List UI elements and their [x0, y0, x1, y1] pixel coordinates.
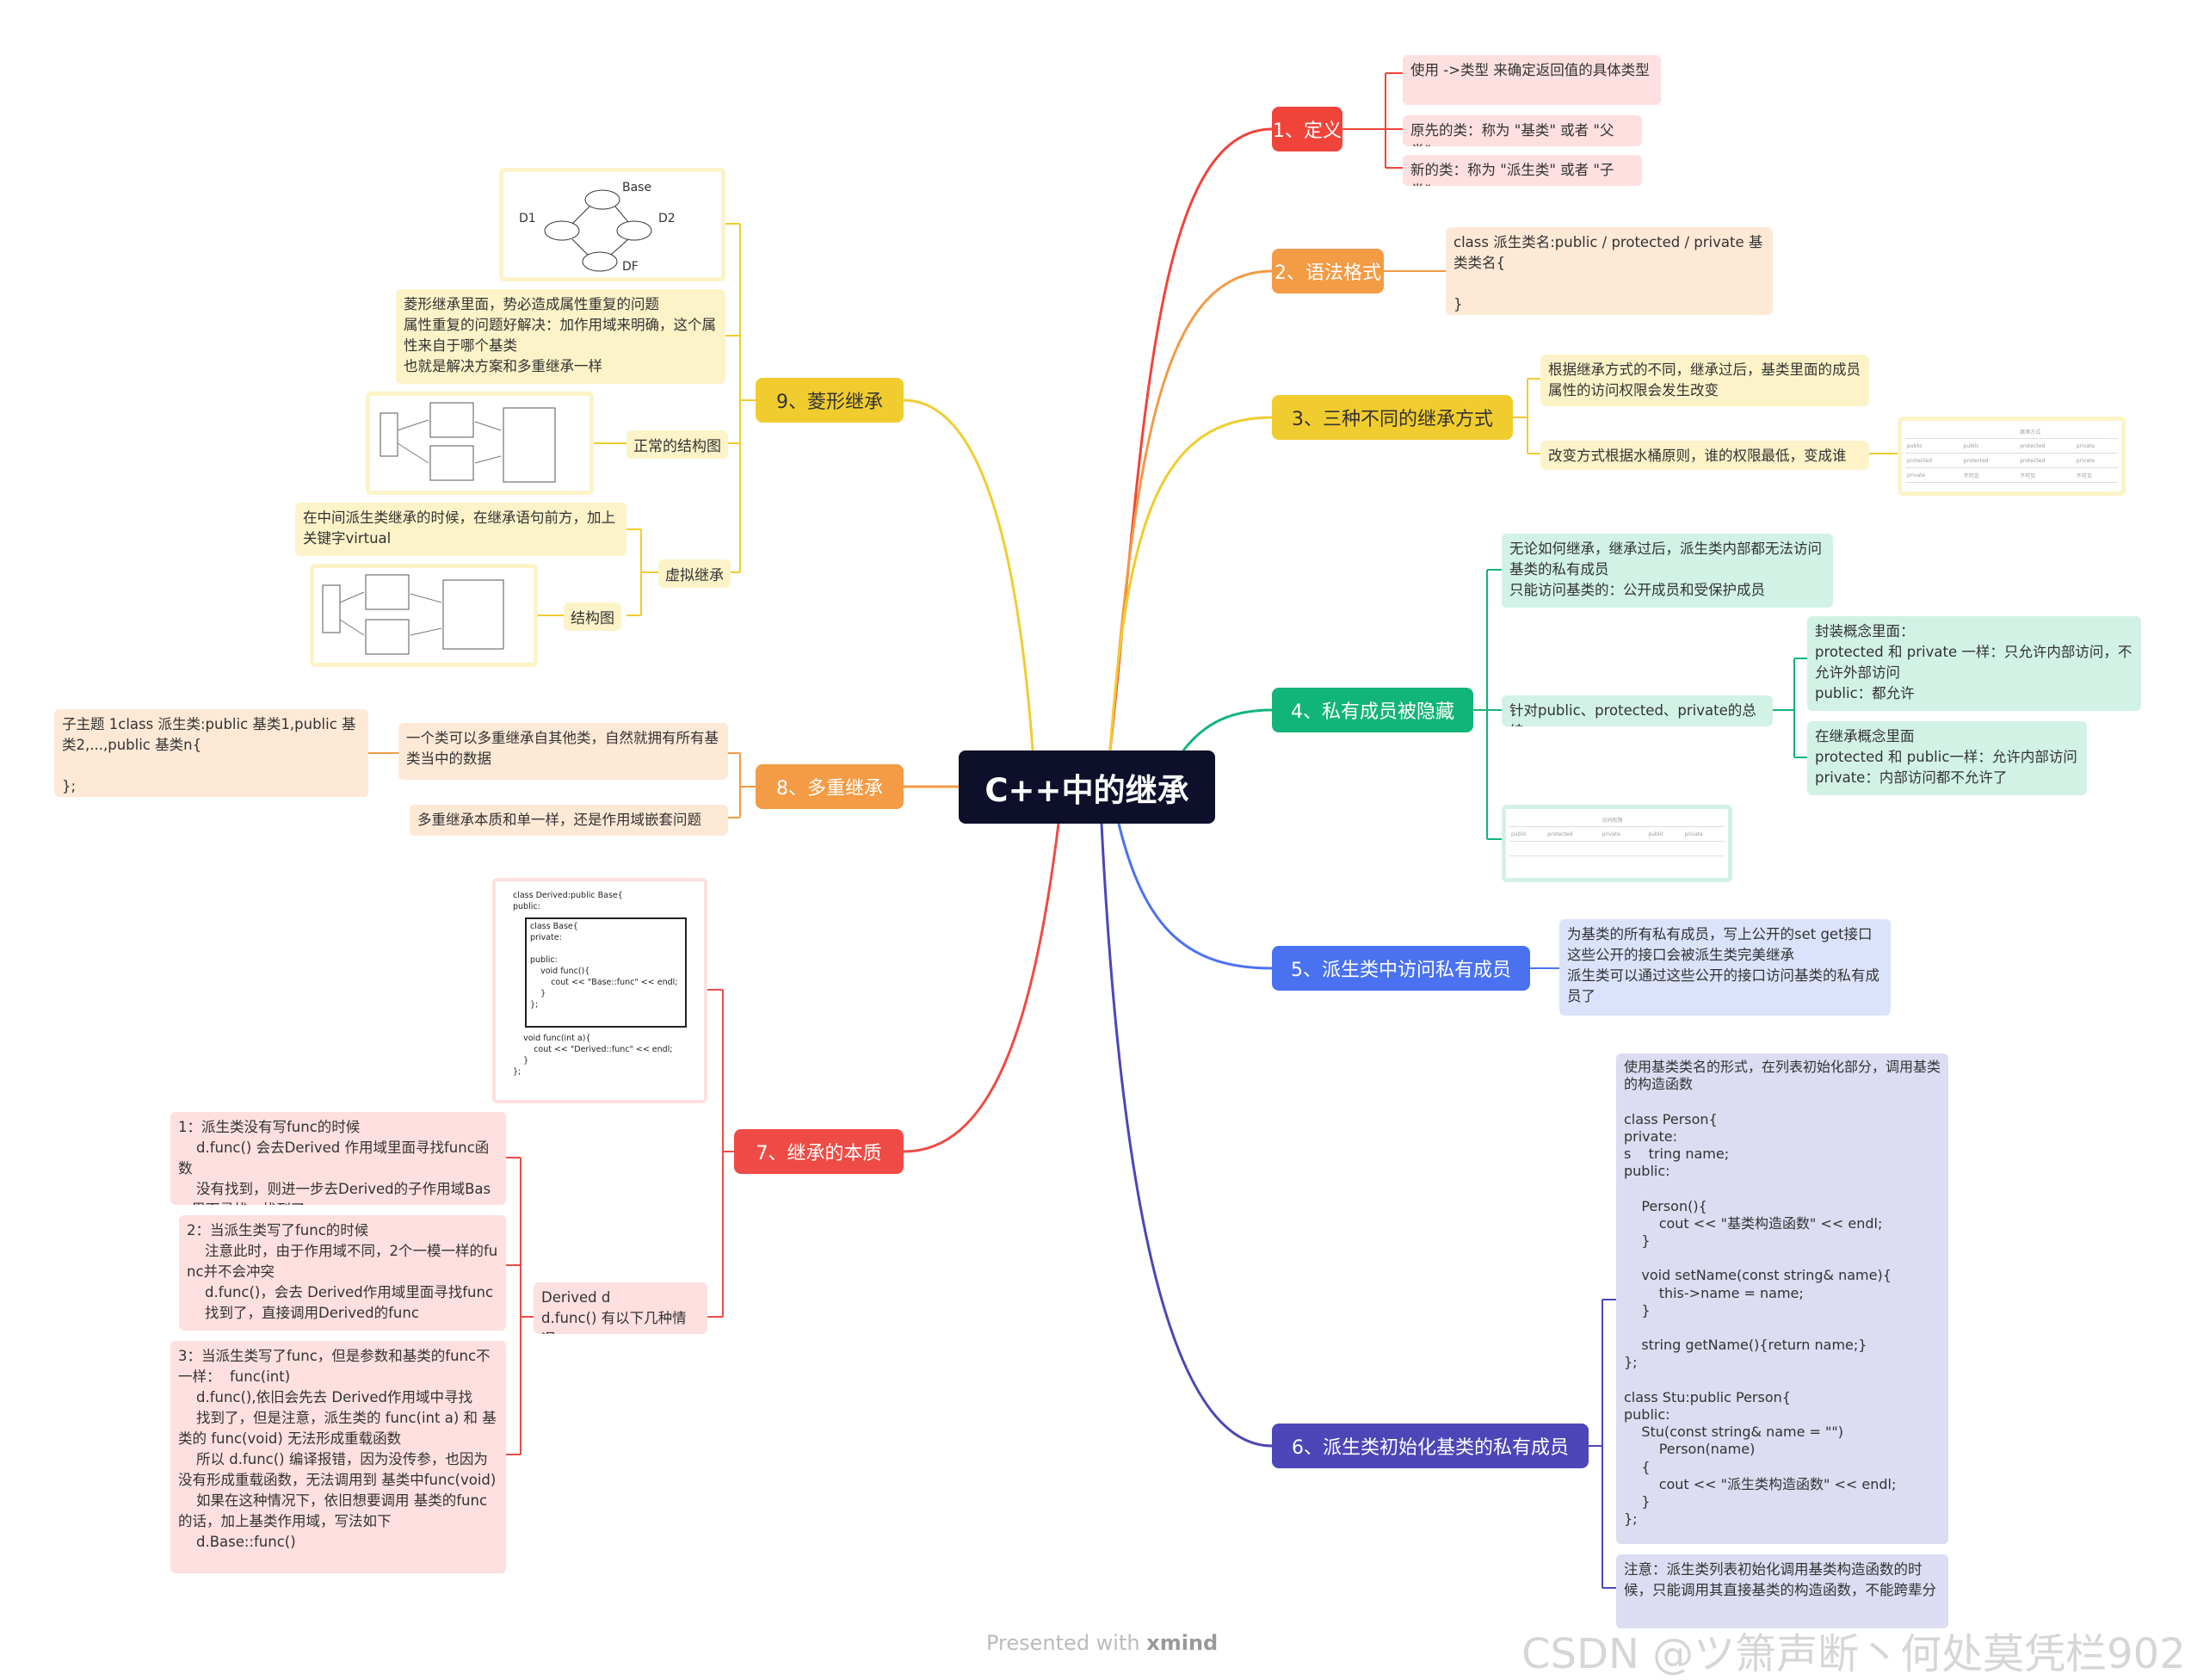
topic-essence[interactable]: 7、继承的本质 [734, 1129, 904, 1174]
virtual-structure-image [310, 564, 538, 667]
essence-case-2: 2：当派生类写了func的时候 注意此时，由于作用域不同，2个一模一样的func… [179, 1215, 506, 1331]
three-modes-bucket: 改变方式根据水桶原则，谁的权限最低，变成谁 [1540, 441, 1869, 470]
sketch-df-label: DF [622, 260, 639, 274]
virtual-desc: 在中间派生类继承的时候，在继承语句前方，加上关键字virtual [295, 503, 626, 556]
def-base-class: 原先的类：称为 "基类" 或者 "父类" [1403, 115, 1642, 146]
virtual-structure-sketch [322, 574, 504, 655]
essence-derived-d: Derived d d.func() 有以下几种情况 [534, 1282, 707, 1334]
topic-access-private[interactable]: 5、派生类中访问私有成员 [1272, 946, 1530, 991]
footer-presented: Presented with xmind [986, 1631, 1218, 1655]
def-return-type: 使用 ->类型 来确定返回值的具体类型 [1403, 55, 1661, 105]
essence-code-image: class Derived:public Base{ public: class… [492, 878, 707, 1103]
diamond-sketch-image: Base D1 D2 DF [499, 168, 725, 281]
diamond-sketch: Base D1 D2 DF [519, 181, 676, 274]
access-private-desc: 为基类的所有私有成员，写上公开的set get接口 这些公开的接口会被派生类完美… [1559, 919, 1891, 1016]
hidden-desc: 无论如何继承，继承过后，派生类内部都无法访问基类的私有成员 只能访问基类的：公开… [1502, 534, 1833, 608]
topic-three-modes[interactable]: 3、三种不同的继承方式 [1272, 395, 1513, 440]
essence-code-inner: class Base{ private: public: void func()… [525, 917, 687, 1028]
virtual-label: 虚拟继承 [658, 559, 731, 588]
syntax-code: class 派生类名:public / protected / private … [1446, 227, 1773, 315]
footer-brand: xmind [1146, 1631, 1219, 1655]
hidden-inheritance: 在继承概念里面 protected 和 public一样：允许内部访问 priv… [1807, 721, 2087, 795]
essence-code-tail: void func(int a){ cout << "Derived::func… [513, 1034, 673, 1077]
hidden-encapsulation: 封装概念里面： protected 和 private 一样：只允许内部访问，不… [1807, 616, 2141, 711]
essence-case-3: 3：当派生类写了func，但是参数和基类的func不一样： func(int) … [170, 1341, 506, 1573]
sketch-d2-label: D2 [658, 212, 676, 225]
topic-init-base[interactable]: 6、派生类初始化基类的私有成员 [1272, 1424, 1589, 1468]
essence-code-head: class Derived:public Base{ public: [513, 891, 623, 911]
three-modes-desc: 根据继承方式的不同，继承过后，基类里面的成员属性的访问权限会发生改变 [1540, 355, 1869, 406]
normal-structure-label: 正常的结构图 [626, 430, 728, 459]
sketch-base-label: Base [622, 181, 651, 195]
normal-structure-image [366, 392, 594, 495]
topic-diamond[interactable]: 9、菱形继承 [756, 378, 904, 423]
diamond-desc: 菱形继承里面，势必造成属性重复的问题 属性重复的问题好解决：加作用域来明确，这个… [396, 289, 725, 384]
def-derived-class: 新的类：称为 "派生类" 或者 "子类" [1403, 155, 1642, 186]
footer-prefix: Presented with [986, 1631, 1147, 1655]
sketch-d1-label: D1 [519, 212, 536, 225]
multiple-syntax: 子主题 1class 派生类:public 基类1,public 基类2,...… [54, 709, 368, 797]
watermark: CSDN @ツ箫声断丶何处莫凭栏902 [1521, 1630, 2186, 1678]
topic-definition[interactable]: 1、定义 [1272, 107, 1342, 151]
topic-syntax[interactable]: 2、语法格式 [1272, 249, 1384, 293]
struct-label: 结构图 [564, 602, 621, 631]
init-note: 注意：派生类列表初始化调用基类构造函数的时候，只能调用其直接基类的构造函数，不能… [1616, 1554, 1948, 1628]
normal-structure-sketch [380, 402, 556, 483]
multiple-nesting: 多重继承本质和单一样，还是作用域嵌套问题 [410, 805, 728, 836]
hidden-summary: 针对public、protected、private的总结 [1502, 695, 1773, 726]
topic-multiple[interactable]: 8、多重继承 [756, 764, 904, 809]
multiple-desc: 一个类可以多重继承自其他类，自然就拥有所有基类当中的数据 [398, 723, 728, 780]
init-code: 使用基类类名的形式，在列表初始化部分，调用基类的构造函数 class Perso… [1616, 1053, 1948, 1544]
central-topic[interactable]: C++中的继承 [959, 750, 1215, 824]
essence-case-1: 1：派生类没有写func的时候 d.func() 会去Derived 作用域里面… [170, 1112, 506, 1205]
topic-private-hidden[interactable]: 4、私有成员被隐藏 [1272, 688, 1473, 732]
